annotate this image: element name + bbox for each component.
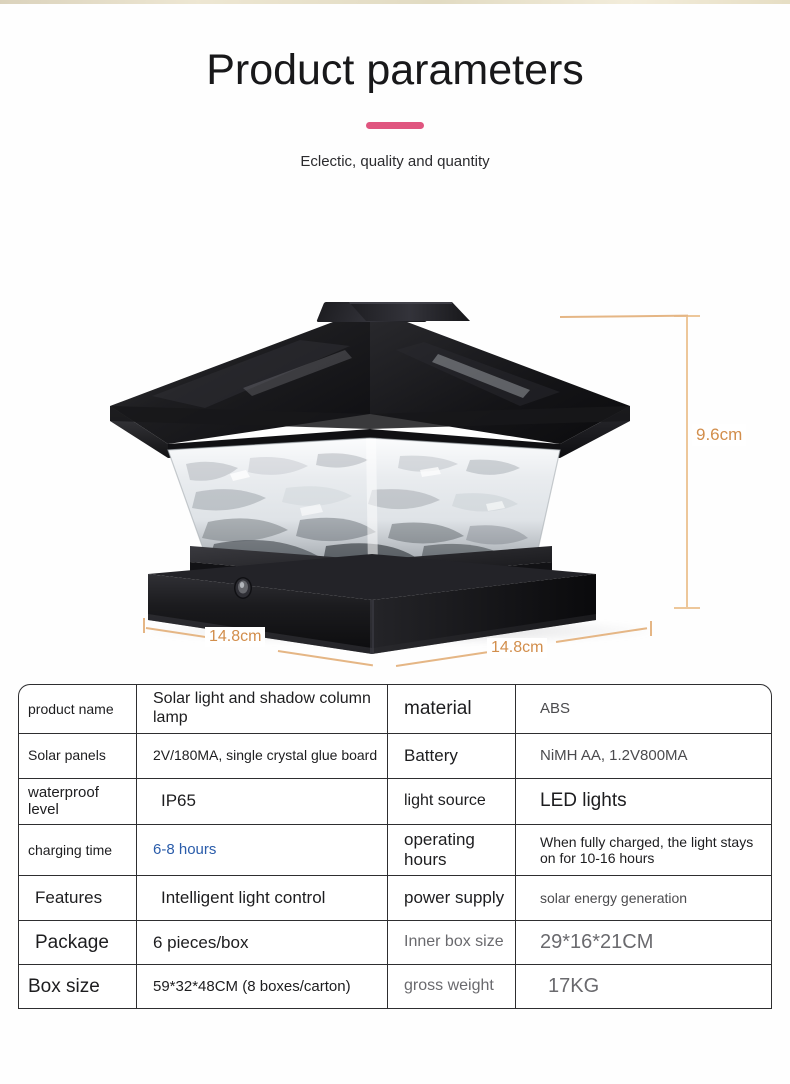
accent-divider-bar bbox=[366, 122, 424, 130]
table-row: Solar panels 2V/180MA, single crystal gl… bbox=[19, 733, 771, 779]
top-decorative-strip bbox=[0, 0, 790, 4]
spec-value-2: LED lights bbox=[540, 790, 627, 812]
page-subtitle: Eclectic, quality and quantity bbox=[300, 153, 490, 171]
spec-value: Solar light and shadow column lamp bbox=[137, 685, 388, 733]
spec-value-2: 17KG bbox=[548, 974, 600, 997]
spec-key: Solar panels bbox=[19, 733, 137, 778]
spec-key-2: power supply bbox=[388, 876, 516, 921]
product-image-stage: 9.6cm 14.8cm 14.8cm bbox=[0, 288, 790, 670]
spec-key-2: operating hours bbox=[388, 825, 516, 876]
width-right-end-tick bbox=[650, 621, 652, 636]
page-title: Product parameters bbox=[206, 46, 584, 94]
spec-value-2: NiMH AA, 1.2V800MA bbox=[540, 746, 688, 764]
spec-value: 59*32*48CM (8 boxes/carton) bbox=[137, 965, 388, 1009]
width-left-dimension-label: 14.8cm bbox=[205, 627, 266, 647]
table-row: charging time 6-8 hours operating hours … bbox=[19, 825, 771, 877]
table-row: Features Intelligent light control power… bbox=[19, 876, 771, 922]
product-spec-table: product name Solar light and shadow colu… bbox=[18, 684, 772, 1010]
spec-key: charging time bbox=[19, 825, 137, 876]
spec-key-2: light source bbox=[388, 778, 516, 825]
spec-key: waterproof level bbox=[19, 778, 137, 825]
spec-key-2: gross weight bbox=[388, 965, 516, 1009]
spec-value-2: When fully charged, the light stays on f… bbox=[540, 833, 754, 867]
spec-value-2: 29*16*21CM bbox=[540, 930, 654, 953]
height-dimension-label: 9.6cm bbox=[692, 424, 747, 446]
table-row: Box size 59*32*48CM (8 boxes/carton) gro… bbox=[19, 965, 771, 1010]
spec-key: Box size bbox=[19, 965, 137, 1009]
width-left-start-tick bbox=[143, 618, 145, 633]
width-right-dimension-label: 14.8cm bbox=[487, 638, 548, 658]
height-dimension-bottom-tick bbox=[674, 607, 700, 609]
spec-key-2: Battery bbox=[388, 733, 516, 778]
spec-value: 2V/180MA, single crystal glue board bbox=[137, 733, 388, 778]
spec-key-2: material bbox=[388, 685, 516, 733]
table-row: Package 6 pieces/box Inner box size 29*1… bbox=[19, 921, 771, 966]
page-header: Product parameters Eclectic, quality and… bbox=[0, 46, 790, 170]
spec-key-2: Inner box size bbox=[388, 921, 516, 965]
solar-post-cap-lamp-image bbox=[110, 302, 630, 654]
spec-value: IP65 bbox=[137, 778, 388, 825]
spec-value: 6-8 hours bbox=[137, 825, 388, 876]
height-dimension-line bbox=[686, 315, 688, 609]
spec-value-2: ABS bbox=[540, 700, 571, 718]
spec-value: Intelligent light control bbox=[137, 876, 388, 921]
spec-key: Package bbox=[19, 921, 137, 965]
spec-value-2: solar energy generation bbox=[540, 889, 688, 906]
spec-key: Features bbox=[19, 876, 137, 921]
table-row: product name Solar light and shadow colu… bbox=[19, 685, 771, 734]
table-row: waterproof level IP65 light source LED l… bbox=[19, 778, 771, 826]
spec-value: 6 pieces/box bbox=[137, 921, 388, 965]
spec-key: product name bbox=[19, 685, 137, 733]
